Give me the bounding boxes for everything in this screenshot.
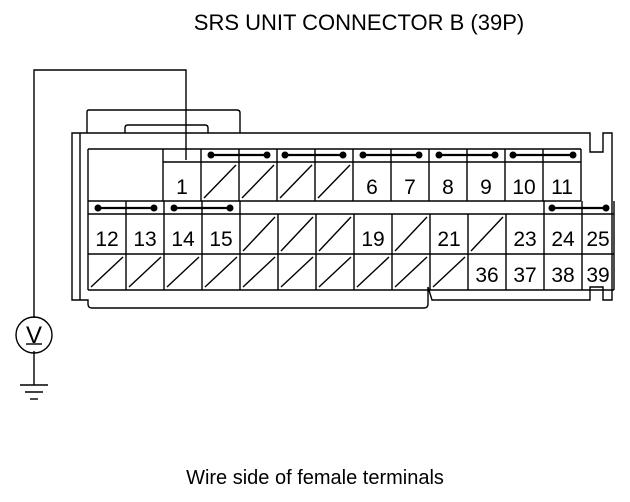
shorting-bar-end [207,151,215,159]
voltmeter-symbol: V [26,322,42,349]
empty-cavity [203,164,237,199]
terminal-25: 25 [586,228,609,251]
terminal-38: 38 [551,264,574,287]
empty-cavity [279,164,313,199]
shorting-bar-end [435,151,443,159]
terminal-39: 39 [586,264,609,287]
terminal-15: 15 [209,228,232,251]
empty-cavity [280,216,314,252]
diagram-title: SRS UNIT CONNECTOR B (39P) [193,10,525,35]
empty-cavity [204,256,238,288]
terminal-8: 8 [442,176,454,199]
terminal-11: 11 [551,176,573,199]
test-wire [33,69,187,318]
shorting-bar-end [359,151,367,159]
connector-latch [86,109,241,133]
shorting-bar-end [548,204,556,212]
terminal-36: 36 [475,264,498,287]
shorting-bar-end [263,151,271,159]
empty-cavity [394,216,428,252]
connector-housing [71,132,613,309]
empty-cavity [241,164,275,199]
terminal-14: 14 [171,228,195,251]
terminal-24: 24 [551,228,575,251]
empty-cavity [128,256,162,288]
empty-cavity [90,256,124,288]
empty-cavity [280,256,314,288]
terminal-9: 9 [480,176,492,199]
terminal-19: 19 [361,228,384,251]
voltmeter-icon [15,316,53,354]
empty-cavity [470,216,504,252]
terminal-1: 1 [176,176,188,199]
diagram-caption: Wire side of female terminals [186,467,444,489]
shorting-bar-end [94,204,102,212]
connector-latch-inner [124,124,209,133]
terminal-23: 23 [513,228,536,251]
terminal-37: 37 [513,264,536,287]
empty-cavity [242,216,276,252]
shorting-bar-end [170,204,178,212]
terminal-6: 6 [366,176,378,199]
terminal-10: 10 [512,176,535,199]
terminal-21: 21 [437,228,460,251]
shorting-bar-end [150,204,158,212]
shorting-bar-end [569,151,577,159]
empty-cavity [166,256,200,288]
shorting-bar-end [226,204,234,212]
empty-cavity [317,164,351,199]
empty-cavity [242,256,276,288]
shorting-bar-end [509,151,517,159]
shorting-bar-end [415,151,423,159]
empty-cavity [318,256,352,288]
shorting-bar-end [602,204,610,212]
empty-cavity [432,256,466,288]
empty-cavity [318,216,352,252]
terminal-12: 12 [95,228,118,251]
empty-cavity [356,256,390,288]
terminal-13: 13 [133,228,156,251]
shorting-bar-end [491,151,499,159]
terminal-7: 7 [404,176,416,199]
shorting-bar-end [281,151,289,159]
shorting-bar-end [339,151,347,159]
empty-cavity [394,256,428,288]
